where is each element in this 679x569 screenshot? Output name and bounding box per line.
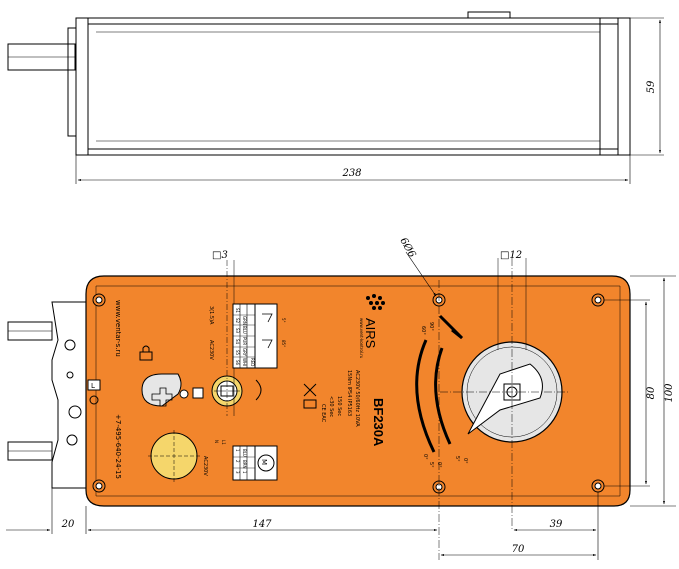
spec-time-1: 150 Sec (336, 396, 342, 416)
marker-L-box (87, 379, 101, 391)
scale-left-4: 5° (428, 462, 434, 468)
bottom-dimensions (6, 488, 599, 560)
dim-59: 59 (646, 80, 657, 93)
terminal-bottom-wire-1: BLU (242, 449, 247, 457)
model-name: BF230A (371, 398, 386, 447)
reset-button-icon (179, 389, 189, 399)
terminal-wire-2: BLU (242, 326, 247, 334)
terminal-num-2: S2 (235, 318, 240, 324)
spec-time-2: <30 Sec (328, 396, 334, 417)
weee-icon (303, 383, 317, 397)
rating-top-label: 3(1.5)A (208, 306, 214, 325)
dim-20: 20 (61, 519, 75, 530)
dim-80: 80 (646, 386, 657, 399)
lock-icon (139, 345, 153, 361)
terminal-bottom-wire-3: 1 (242, 471, 247, 474)
terminal-num-4: S4 (235, 339, 240, 345)
marker-L: L (91, 382, 95, 390)
top-view-body (75, 17, 631, 156)
terminal-bottom-num-3: 3 (235, 471, 240, 474)
neutral-label: N (214, 440, 219, 443)
terminal-block-top (232, 303, 278, 369)
dim-100: 100 (664, 383, 675, 403)
front-shafts (7, 321, 53, 461)
aux-switch (211, 260, 243, 416)
right-dimensions (604, 275, 676, 507)
top-view (7, 11, 664, 184)
brand-logo (366, 294, 385, 310)
brand-name: AIRS (363, 318, 378, 349)
terminal-num-1: S1 (235, 308, 240, 314)
brand-tag: www.vent-kontrol.ru (359, 318, 364, 359)
terminal-bottom-num-2: 2 (235, 460, 240, 463)
terminal-num-6: S6 (235, 360, 240, 366)
arrow-icon (255, 379, 262, 401)
voltage-top-label: AC230V (208, 340, 214, 360)
terminal-wire-1: GRN (242, 316, 247, 325)
manual-override-slot[interactable] (141, 373, 182, 407)
terminal-wire-3: PUR (242, 337, 247, 345)
dim-square-12: □12 (500, 250, 522, 261)
live-label: L1 (221, 440, 226, 445)
terminal-bottom-wire-2: BRN (242, 460, 247, 469)
terminal-wire-6: RED (250, 358, 255, 366)
cert-marks: CE EAC (320, 404, 326, 423)
spec-line-2: 15Nm IP54 IP5163 (346, 370, 352, 416)
terminal-num-3: S3 (235, 328, 240, 334)
dim-square-3: □3 (212, 250, 228, 261)
adjust-knob[interactable] (148, 430, 200, 482)
ip-icon (303, 399, 317, 409)
motor-icon (257, 454, 275, 472)
terminal-num-5: S5 (235, 350, 240, 356)
scale-left-2: 60° (420, 326, 426, 335)
deg-5-label: 5° (281, 318, 286, 323)
terminal-block-bottom (232, 445, 278, 481)
phone-text: +7-495-640-24-15 (114, 414, 122, 479)
scale-right-1: 5° (454, 456, 460, 462)
spec-line-1: AC230V 50/60Hz 10VA (354, 370, 360, 427)
rotation-scale (415, 314, 464, 453)
deg-85-label: 85° (281, 340, 286, 347)
website-text: www.ventar-s.ru (114, 300, 122, 357)
indicator-box (192, 387, 204, 399)
terminal-wire-5: WHI (242, 358, 247, 366)
dim-70: 70 (512, 544, 525, 555)
mounting-bracket (51, 301, 89, 489)
gear-icon (89, 395, 99, 405)
scale-left-1: 90° (428, 322, 434, 331)
motor-letter: M (260, 459, 268, 465)
terminal-wire-4: GRY (242, 348, 247, 357)
dim-238: 238 (341, 168, 361, 179)
scale-left-3: 0° (422, 454, 428, 460)
scale-right-2: 0° (462, 458, 468, 464)
dim-147: 147 (252, 519, 272, 530)
dim-hole-diameter: 6Ø6 (397, 236, 417, 260)
voltage-bottom-label: AC230V (202, 456, 208, 476)
terminal-bottom-num-1: 1 (235, 449, 240, 452)
dim-39: 39 (550, 519, 563, 530)
actuator-body (85, 275, 631, 507)
